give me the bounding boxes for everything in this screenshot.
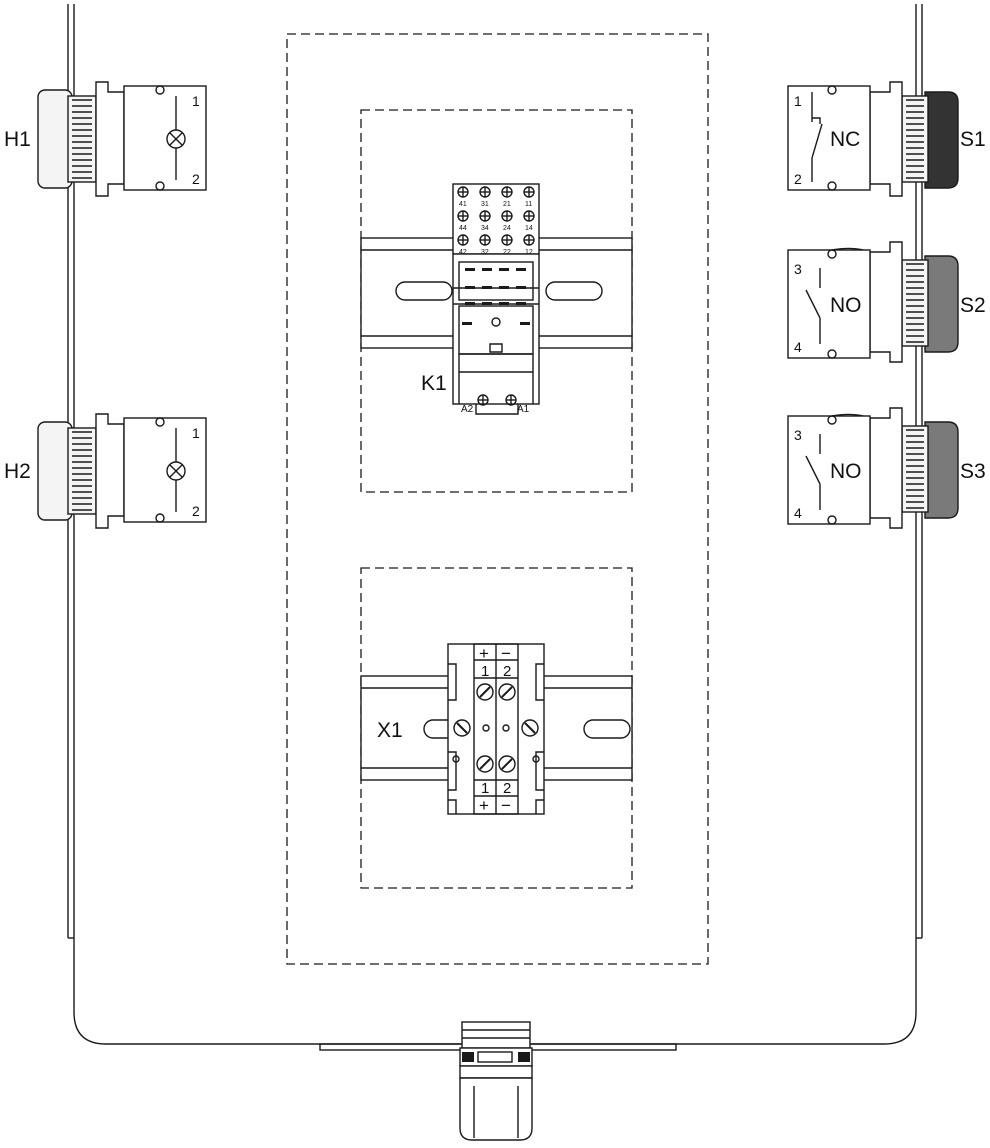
relay-terminal-number: 41 bbox=[459, 201, 467, 208]
coil-terminal-a1: A1 bbox=[517, 404, 530, 415]
button-cap bbox=[924, 421, 959, 519]
button-pin-bottom: 2 bbox=[794, 171, 802, 187]
push-button-s2: 3 4 NO S2 bbox=[787, 241, 986, 363]
relay-terminal-number: 24 bbox=[503, 225, 511, 232]
cable-gland bbox=[459, 1021, 533, 1141]
relay-terminal-number: 22 bbox=[503, 249, 511, 256]
pilot-lamp-h2: 1 2 H2 bbox=[4, 413, 207, 529]
button-knurl bbox=[906, 429, 924, 509]
terminal-sign-bottom-right: − bbox=[501, 796, 511, 815]
button-holder bbox=[869, 407, 903, 529]
button-holder bbox=[869, 241, 903, 363]
relay-socket-slots bbox=[462, 268, 530, 325]
terminal-block-x1: + − 1 2 1 2 + − X1 bbox=[377, 643, 545, 815]
button-holder bbox=[869, 81, 903, 197]
relay-terminal-number: 12 bbox=[525, 249, 533, 256]
lamp-holder bbox=[95, 81, 125, 197]
push-button-s1: 1 2 NC S1 bbox=[787, 81, 986, 197]
terminal-block-tag: X1 bbox=[377, 719, 403, 742]
terminal-sign-bottom-left: + bbox=[479, 796, 489, 815]
lamp-pin-top: 1 bbox=[192, 425, 200, 441]
push-button-s3: 3 4 NO S3 bbox=[787, 407, 986, 529]
button-knurl bbox=[906, 99, 924, 179]
button-contact-block bbox=[787, 415, 871, 525]
button-pin-bottom: 4 bbox=[794, 339, 802, 355]
button-tag: S1 bbox=[960, 128, 986, 151]
coil-terminal-a2: A2 bbox=[461, 404, 474, 415]
button-pin-bottom: 4 bbox=[794, 505, 802, 521]
button-knurl bbox=[906, 263, 924, 343]
lamp-cap bbox=[37, 89, 73, 189]
lamp-pin-bottom: 2 bbox=[192, 171, 200, 187]
lamp-knurl bbox=[72, 99, 92, 179]
button-pin-top: 3 bbox=[794, 427, 802, 443]
lamp-cap bbox=[37, 421, 73, 521]
mounting-plate-outline bbox=[286, 33, 709, 965]
lamp-ring bbox=[67, 95, 97, 183]
relay-terminal-number: 44 bbox=[459, 225, 467, 232]
contact-type: NO bbox=[830, 460, 862, 483]
lamp-pin-top: 1 bbox=[192, 93, 200, 109]
lamp-contact-block bbox=[123, 417, 207, 523]
relay-terminal-number: 42 bbox=[459, 249, 467, 256]
relay-coil-screws bbox=[477, 394, 517, 406]
contact-type: NO bbox=[830, 294, 862, 317]
relay-terminal-number: 14 bbox=[525, 225, 533, 232]
button-pin-top: 3 bbox=[794, 261, 802, 277]
terminal-number-bottom-right: 2 bbox=[503, 780, 511, 797]
button-tag: S3 bbox=[960, 460, 986, 483]
lamp-contact-block bbox=[123, 85, 207, 191]
button-ring bbox=[901, 259, 929, 347]
lamp-holder bbox=[95, 413, 125, 529]
button-tag: S2 bbox=[960, 294, 986, 317]
button-ring bbox=[901, 95, 929, 183]
relay-terminal-numbers: 41 31 21 11 44 34 24 14 42 32 22 12 bbox=[459, 201, 533, 256]
relay-tag: K1 bbox=[421, 372, 447, 395]
no-contact-symbol bbox=[805, 434, 821, 510]
terminal-screws bbox=[453, 683, 539, 773]
terminal-sign-top-right: − bbox=[501, 644, 511, 663]
button-contact-block bbox=[787, 85, 871, 191]
button-cap bbox=[924, 255, 959, 353]
lamp-tag: H2 bbox=[4, 460, 31, 483]
relay-terminal-number: 21 bbox=[503, 201, 511, 208]
lamp-pin-bottom: 2 bbox=[192, 503, 200, 519]
nc-contact-symbol bbox=[811, 92, 823, 182]
lamp-tag: H1 bbox=[4, 128, 31, 151]
button-ring bbox=[901, 425, 929, 513]
terminal-sign-top-left: + bbox=[479, 644, 489, 663]
relay-terminal-number: 31 bbox=[481, 201, 489, 208]
relay-terminal-number: 11 bbox=[525, 201, 532, 208]
button-cap bbox=[924, 91, 959, 189]
lamp-ring bbox=[67, 427, 97, 515]
terminal-number-top-left: 1 bbox=[481, 663, 489, 680]
lamp-knurl bbox=[72, 431, 92, 511]
no-contact-symbol bbox=[805, 268, 821, 344]
relay-terminal-screws bbox=[457, 186, 535, 246]
contact-type: NC bbox=[830, 128, 860, 151]
relay-k1: 41 31 21 11 44 34 24 14 42 32 22 12 A2 A… bbox=[421, 183, 540, 415]
terminal-number-bottom-left: 1 bbox=[481, 780, 489, 797]
relay-terminal-number: 34 bbox=[481, 225, 489, 232]
pilot-lamp-h1: 1 2 H1 bbox=[4, 81, 207, 197]
button-contact-block bbox=[787, 249, 871, 359]
relay-socket-body bbox=[452, 253, 540, 405]
terminal-number-top-right: 2 bbox=[503, 663, 511, 680]
button-pin-top: 1 bbox=[794, 93, 802, 109]
relay-terminal-number: 32 bbox=[481, 249, 489, 256]
